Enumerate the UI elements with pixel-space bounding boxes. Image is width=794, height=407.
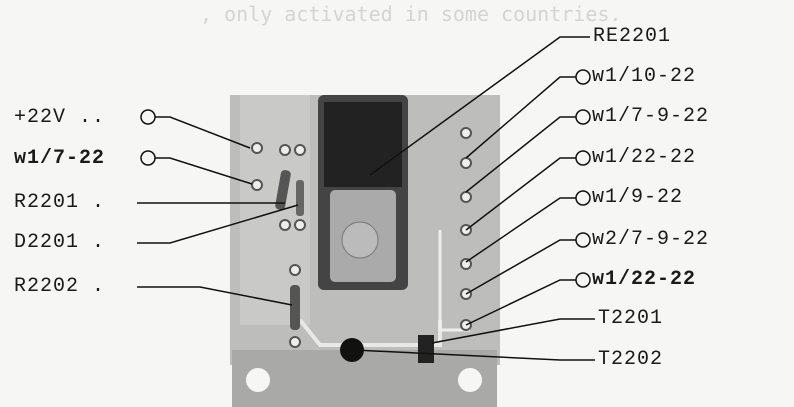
relay-re2201 bbox=[318, 95, 408, 290]
label-d2201: D2201 . bbox=[14, 231, 106, 254]
label-w1-7-9-22: w1/7-9-22 bbox=[592, 105, 710, 128]
components bbox=[275, 170, 434, 363]
label-r2202: R2202 . bbox=[14, 275, 106, 298]
leader-lines bbox=[137, 36, 595, 361]
label-w1-22-22: w1/22-22 bbox=[592, 146, 697, 169]
label-plus-22v: +22V .. bbox=[14, 106, 106, 129]
label-w1-9-22: w1/9-22 bbox=[592, 186, 684, 209]
solder-pads bbox=[251, 127, 472, 348]
bleed-through-text: , only activated in some countries. bbox=[200, 2, 622, 26]
label-w1-7-22: w1/7-22 bbox=[14, 147, 106, 170]
label-re2201: RE2201 bbox=[593, 25, 672, 48]
label-w1-22-22-bold: w1/22-22 bbox=[592, 268, 697, 291]
label-w2-7-9-22: w2/7-9-22 bbox=[592, 228, 710, 251]
label-w1-10-22: w1/10-22 bbox=[592, 65, 697, 88]
label-t2202: T2202 bbox=[598, 348, 664, 371]
label-t2201: T2201 bbox=[598, 307, 664, 330]
label-r2201: R2201 . bbox=[14, 191, 106, 214]
